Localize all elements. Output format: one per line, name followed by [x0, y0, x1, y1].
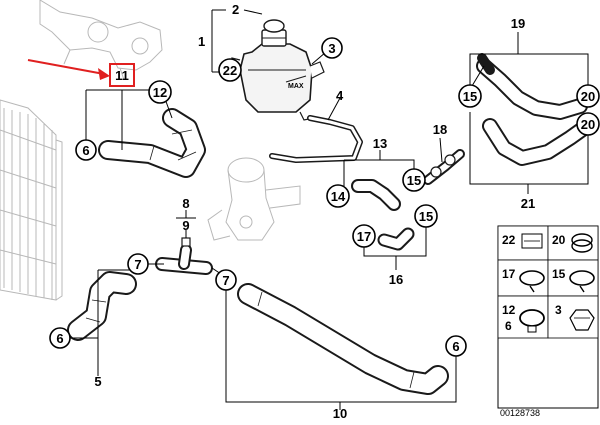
callout-6-lower: 6: [56, 331, 63, 346]
radiator-ghost: [0, 99, 63, 301]
callout-6-right: 6: [452, 339, 459, 354]
callout-22: 22: [223, 63, 237, 78]
thermostat-housing-ghost: [207, 157, 301, 241]
catalog-number: 00128738: [500, 408, 540, 418]
callout-1: 1: [198, 34, 205, 49]
box-label-12: 12: [502, 303, 516, 317]
hose-11: [98, 108, 206, 178]
expansion-tank: MAX: [231, 19, 325, 121]
callout-11: 11: [115, 68, 129, 83]
callout-20-top: 20: [581, 89, 595, 104]
highlight-11: [27, 59, 135, 87]
callout-16: 16: [389, 272, 403, 287]
callout-5: 5: [94, 374, 101, 389]
callout-13: 13: [373, 136, 387, 151]
callout-12: 12: [153, 85, 167, 100]
hose-19: [476, 53, 588, 120]
callout-15-mid: 15: [407, 173, 421, 188]
callout-21: 21: [521, 196, 535, 211]
hose-21: [482, 118, 592, 166]
callout-10: 10: [333, 406, 347, 420]
callout-8: 8: [182, 196, 189, 211]
box-label-17: 17: [502, 267, 516, 281]
callout-17: 17: [357, 229, 371, 244]
connector-18: [423, 149, 465, 185]
callouts: 2 1 3 22 4 11 12 6 19 15 20 20 21 18 13 …: [49, 2, 600, 421]
callout-3: 3: [328, 41, 335, 56]
hose-5: [67, 271, 137, 341]
callout-18: 18: [433, 122, 447, 137]
callout-9: 9: [182, 218, 189, 233]
box-label-15: 15: [552, 267, 566, 281]
hose-4: [269, 115, 363, 163]
tank-max-label: MAX: [288, 83, 304, 90]
small-parts-box: 22 20 17 15 12 6 3 00128738: [497, 225, 599, 418]
t-piece-8: [155, 237, 213, 275]
hose-10: [237, 283, 449, 395]
callout-19: 19: [511, 16, 525, 31]
hose-16: [377, 227, 415, 251]
callout-6-upper: 6: [82, 143, 89, 158]
callout-20-bottom: 20: [581, 117, 595, 132]
callout-7-left: 7: [134, 257, 141, 272]
box-label-3: 3: [555, 303, 562, 317]
box-label-22: 22: [502, 233, 516, 247]
callout-2: 2: [232, 2, 239, 17]
box-label-6: 6: [505, 319, 512, 333]
callout-15-lower: 15: [419, 209, 433, 224]
callout-14: 14: [331, 189, 346, 204]
callout-7-right: 7: [222, 273, 229, 288]
engine-ghost: [39, 0, 163, 81]
callout-15-top: 15: [463, 89, 477, 104]
hose-13: [351, 179, 401, 211]
callout-4: 4: [336, 88, 344, 103]
box-label-20: 20: [552, 233, 566, 247]
